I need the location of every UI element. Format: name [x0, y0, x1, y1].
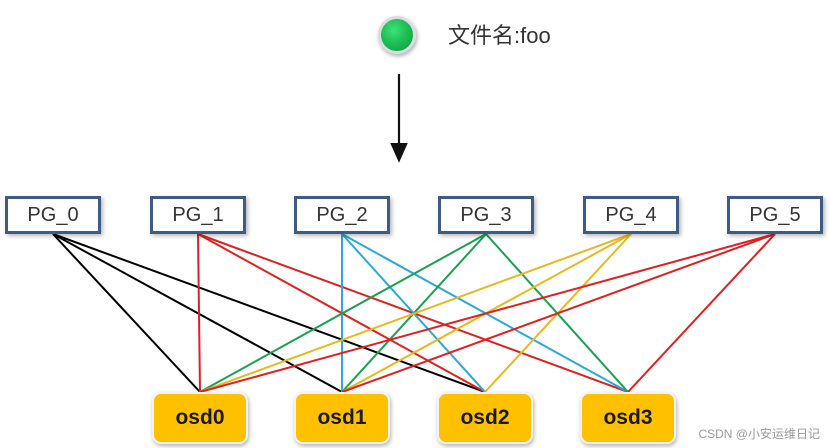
pg-box-3: PG_3: [438, 196, 534, 234]
mapping-line-pg0-osd2: [52, 233, 486, 393]
pg-label: PG_1: [172, 203, 224, 226]
pg-label: PG_3: [460, 203, 512, 226]
pg-box-2: PG_2: [294, 196, 390, 234]
pg-label: PG_5: [749, 203, 801, 226]
pg-box-5: PG_5: [727, 196, 823, 234]
mapping-line-pg5-osd3: [627, 233, 776, 393]
mapping-line-pg1-osd0: [197, 233, 201, 393]
osd-box-2: osd2: [437, 392, 533, 444]
osd-label: osd3: [603, 406, 653, 429]
mapping-line-pg5-osd0: [199, 233, 776, 393]
mapping-line-pg5-osd1: [341, 233, 776, 393]
osd-label: osd2: [460, 406, 510, 429]
pg-label: PG_4: [605, 203, 657, 226]
pg-label: PG_2: [316, 203, 368, 226]
pg-box-0: PG_0: [5, 196, 101, 234]
pg-osd-mapping-lines: [52, 233, 776, 393]
pg-label: PG_0: [27, 203, 79, 226]
pg-box-4: PG_4: [583, 196, 679, 234]
pg-box-1: PG_1: [150, 196, 246, 234]
osd-box-0: osd0: [152, 392, 248, 444]
mapping-line-pg3-osd0: [199, 233, 487, 393]
mapping-line-pg0-osd0: [52, 233, 201, 393]
file-object-icon: [378, 16, 416, 54]
osd-box-3: osd3: [580, 392, 676, 444]
file-name-label: 文件名:foo: [448, 23, 551, 48]
osd-label: osd1: [317, 406, 367, 429]
osd-label: osd0: [175, 406, 225, 429]
osd-box-1: osd1: [294, 392, 390, 444]
mapping-line-pg4-osd0: [199, 233, 632, 393]
watermark: CSDN @小安运维日记: [698, 427, 820, 441]
